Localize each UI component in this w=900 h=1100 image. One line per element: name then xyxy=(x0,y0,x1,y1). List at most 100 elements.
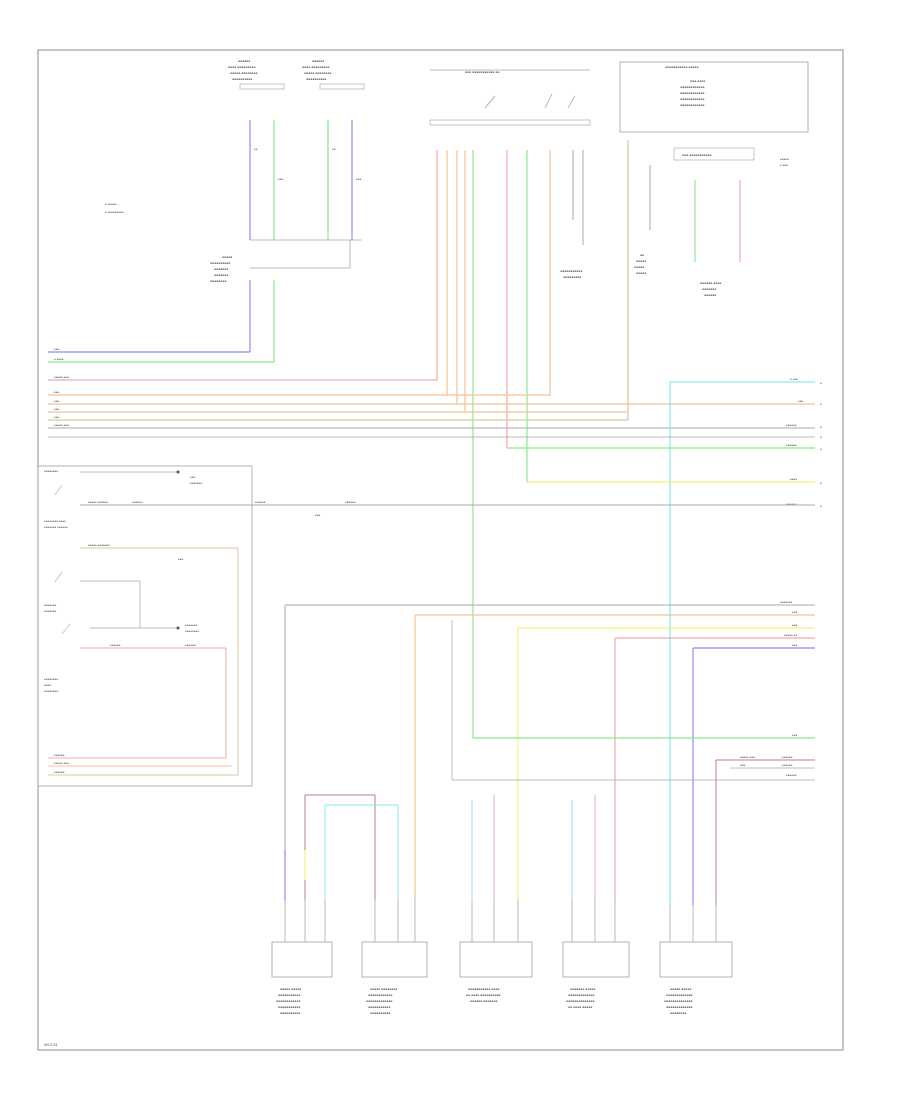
svg-text:▪: ▪ xyxy=(820,403,822,406)
svg-text:▪▪▪▪▪▪▪▪▪▪▪: ▪▪▪▪▪▪▪▪▪▪▪ xyxy=(368,1005,390,1009)
svg-text:▪▪▪▪▪▪: ▪▪▪▪▪▪ xyxy=(786,444,797,447)
module-2: ▪▪▪▪▪ ▪▪▪▪▪▪▪▪ ▪▪▪▪▪▪▪▪▪▪▪▪ ▪▪▪▪▪▪▪▪▪▪▪▪… xyxy=(361,941,428,1015)
svg-text:▪▪▪: ▪▪▪ xyxy=(792,624,798,627)
svg-text:▪▪▪▪▪▪▪: ▪▪▪▪▪▪▪ xyxy=(214,273,228,277)
svg-text:▪▪▪▪▪ ▪▪▪▪▪: ▪▪▪▪▪ ▪▪▪▪▪ xyxy=(670,987,691,991)
svg-text:▪▪▪▪▪ ▪▪▪▪▪▪▪▪: ▪▪▪▪▪ ▪▪▪▪▪▪▪▪ xyxy=(370,987,397,991)
svg-text:▪▪▪▪▪▪▪: ▪▪▪▪▪▪▪ xyxy=(190,482,203,485)
svg-text:▪ ▪▪▪: ▪ ▪▪▪ xyxy=(790,378,798,381)
svg-text:▪▪▪▪▪▪: ▪▪▪▪▪▪ xyxy=(185,644,196,647)
svg-text:▪▪▪▪▪▪▪▪ ▪▪▪▪: ▪▪▪▪▪▪▪▪ ▪▪▪▪ xyxy=(44,520,66,523)
svg-text:▪▪▪▪ ▪▪▪▪▪▪▪▪▪: ▪▪▪▪ ▪▪▪▪▪▪▪▪▪ xyxy=(302,65,329,69)
svg-text:▪▪▪▪▪▪▪▪▪▪▪▪▪▪: ▪▪▪▪▪▪▪▪▪▪▪▪▪▪ xyxy=(566,999,594,1003)
svg-text:▪▪▪: ▪▪▪ xyxy=(356,178,362,181)
svg-text:▪▪▪▪▪▪▪▪: ▪▪▪▪▪▪▪▪ xyxy=(210,279,226,283)
svg-text:▪▪▪▪▪▪▪ ▪▪▪▪▪▪: ▪▪▪▪▪▪▪ ▪▪▪▪▪▪ xyxy=(44,526,68,529)
svg-text:▪▪▪▪▪▪▪▪▪▪▪▪▪: ▪▪▪▪▪▪▪▪▪▪▪▪▪ xyxy=(366,999,392,1003)
svg-text:▪▪: ▪▪ xyxy=(332,148,336,151)
svg-text:▪: ▪ xyxy=(820,505,822,508)
svg-text:▪▪▪▪▪▪▪▪: ▪▪▪▪▪▪▪▪ xyxy=(44,678,58,681)
svg-text:▪▪▪▪▪▪▪▪▪▪▪▪▪▪: ▪▪▪▪▪▪▪▪▪▪▪▪▪▪ xyxy=(664,999,692,1003)
svg-text:▪▪ ▪▪▪▪ ▪▪▪▪▪▪▪▪▪▪: ▪▪ ▪▪▪▪ ▪▪▪▪▪▪▪▪▪▪ xyxy=(466,993,500,997)
svg-text:▪▪▪▪▪ ▪▪▪: ▪▪▪▪▪ ▪▪▪ xyxy=(54,376,69,379)
svg-text:▪▪▪▪▪▪▪▪: ▪▪▪▪▪▪▪▪ xyxy=(670,1011,686,1015)
svg-text:▪▪▪▪▪▪▪: ▪▪▪▪▪▪▪ xyxy=(702,287,716,291)
svg-text:▪▪▪▪▪▪▪▪▪▪▪▪: ▪▪▪▪▪▪▪▪▪▪▪▪ xyxy=(680,97,704,101)
svg-text:▪▪▪▪▪▪: ▪▪▪▪▪▪ xyxy=(786,774,797,777)
svg-text:▪▪▪▪▪▪▪▪▪▪▪ ▪▪▪▪: ▪▪▪▪▪▪▪▪▪▪▪ ▪▪▪▪ xyxy=(468,987,499,991)
svg-text:▪▪▪▪▪▪▪▪: ▪▪▪▪▪▪▪▪ xyxy=(44,470,58,473)
svg-text:▪▪▪▪▪▪▪▪▪▪: ▪▪▪▪▪▪▪▪▪▪ xyxy=(306,77,326,81)
svg-text:▪▪▪▪▪▪▪: ▪▪▪▪▪▪▪ xyxy=(185,624,198,627)
top-left-connectors: ▪▪▪▪▪▪ ▪▪▪▪ ▪▪▪▪▪▪▪▪▪ ▪▪▪▪▪ ▪▪▪▪▪▪▪▪ ▪▪▪… xyxy=(48,59,365,363)
svg-text:▪▪ ▪▪▪▪ ▪▪▪▪▪: ▪▪ ▪▪▪▪ ▪▪▪▪▪ xyxy=(568,1005,592,1009)
svg-text:▪▪▪▪▪▪▪: ▪▪▪▪▪▪▪ xyxy=(780,601,793,604)
svg-text:▪▪: ▪▪ xyxy=(640,253,644,257)
svg-text:▪▪▪: ▪▪▪ xyxy=(54,400,60,403)
svg-text:▪▪▪▪▪▪ ▪▪▪▪: ▪▪▪▪▪▪ ▪▪▪▪ xyxy=(700,281,721,285)
svg-text:▪▪▪▪▪ ▪▪▪▪▪▪▪▪: ▪▪▪▪▪ ▪▪▪▪▪▪▪▪ xyxy=(230,71,257,75)
module-1: ▪▪▪▪▪ ▪▪▪▪▪ ▪▪▪▪▪▪▪▪▪▪▪ ▪▪▪▪▪▪▪▪▪▪▪▪ ▪▪▪… xyxy=(271,794,399,1015)
svg-text:▪▪▪▪▪▪▪▪▪▪▪: ▪▪▪▪▪▪▪▪▪▪▪ xyxy=(278,1005,300,1009)
svg-text:▪▪▪ ▪▪▪▪▪▪▪▪▪▪▪ ▪▪: ▪▪▪ ▪▪▪▪▪▪▪▪▪▪▪ ▪▪ xyxy=(465,70,499,74)
svg-text:▪▪▪▪▪▪: ▪▪▪▪▪▪ xyxy=(782,764,793,767)
svg-text:▪▪▪▪ ▪▪▪▪▪▪▪▪▪: ▪▪▪▪ ▪▪▪▪▪▪▪▪▪ xyxy=(228,65,255,69)
svg-text:▪▪▪▪▪▪▪▪▪▪▪▪: ▪▪▪▪▪▪▪▪▪▪▪▪ xyxy=(680,103,704,107)
svg-text:▪▪▪▪▪▪▪▪▪▪▪▪: ▪▪▪▪▪▪▪▪▪▪▪▪ xyxy=(680,91,704,95)
svg-text:▪▪▪: ▪▪▪ xyxy=(54,348,60,351)
svg-text:▪▪▪▪▪▪▪▪▪▪: ▪▪▪▪▪▪▪▪▪▪ xyxy=(210,261,230,265)
svg-text:▪▪▪: ▪▪▪ xyxy=(54,391,60,394)
svg-text:▪▪▪: ▪▪▪ xyxy=(278,178,284,181)
svg-text:▪▪▪▪▪: ▪▪▪▪▪ xyxy=(780,158,789,161)
svg-text:▪: ▪ xyxy=(820,426,822,429)
svg-text:▪▪▪▪▪: ▪▪▪▪▪ xyxy=(636,259,646,263)
svg-text:▪▪▪: ▪▪▪ xyxy=(792,644,798,647)
svg-text:▪▪▪▪▪▪▪▪▪▪▪▪: ▪▪▪▪▪▪▪▪▪▪▪▪ xyxy=(276,999,300,1003)
svg-text:▪▪▪▪▪▪: ▪▪▪▪▪▪ xyxy=(782,756,793,759)
left-switch-box: ▪▪▪▪▪▪▪▪ ▪▪▪ ▪▪▪▪▪▪▪ ▪▪▪▪▪ ▪▪▪▪▪▪ ▪▪▪▪▪▪… xyxy=(37,465,815,787)
svg-text:▪▪: ▪▪ xyxy=(254,148,258,151)
svg-text:▪: ▪ xyxy=(820,482,822,485)
svg-text:▪▪▪ ▪▪▪▪: ▪▪▪ ▪▪▪▪ xyxy=(690,79,705,83)
svg-text:▪▪▪▪▪▪▪: ▪▪▪▪▪▪▪ xyxy=(214,267,228,271)
diagram-border xyxy=(37,49,844,1051)
svg-text:▪: ▪ xyxy=(820,448,822,451)
svg-text:▪▪▪▪▪▪▪▪▪▪▪: ▪▪▪▪▪▪▪▪▪▪▪ xyxy=(560,269,582,273)
horizontal-bus: ▪▪▪▪▪ ▪▪▪ ▪▪▪ ▪▪▪ ▪▪▪ ▪▪▪ ▪▪▪▪▪ ▪▪▪ ▪ ▪▪… xyxy=(48,376,822,905)
svg-text:▪▪▪▪▪▪: ▪▪▪▪▪▪ xyxy=(132,501,143,504)
svg-text:▪: ▪ xyxy=(820,382,822,385)
svg-text:▪▪▪▪▪▪: ▪▪▪▪▪▪ xyxy=(238,59,250,63)
svg-text:▪▪▪▪▪ ▪▪▪▪▪▪▪: ▪▪▪▪▪ ▪▪▪▪▪▪▪ xyxy=(88,544,110,547)
svg-text:▪▪▪: ▪▪▪ xyxy=(315,514,321,517)
svg-text:▪▪▪▪▪▪: ▪▪▪▪▪▪ xyxy=(786,424,797,427)
svg-text:▪▪▪▪▪ ▪▪▪: ▪▪▪▪▪ ▪▪▪ xyxy=(54,762,69,765)
svg-text:▪▪▪▪▪▪▪▪▪▪▪ ▪▪▪▪▪: ▪▪▪▪▪▪▪▪▪▪▪ ▪▪▪▪▪ xyxy=(665,65,699,69)
svg-text:▪ ▪▪▪▪▪: ▪ ▪▪▪▪▪ xyxy=(105,203,117,206)
control-unit-box: ▪▪▪▪▪▪▪▪▪▪▪ ▪▪▪▪▪ ▪▪▪ ▪▪▪▪ ▪▪▪▪▪▪▪▪▪▪▪▪ … xyxy=(619,61,809,420)
svg-text:▪▪▪▪▪▪: ▪▪▪▪▪▪ xyxy=(54,754,65,757)
svg-text:▪▪▪▪▪▪▪: ▪▪▪▪▪▪▪ xyxy=(44,610,57,613)
svg-text:▪▪▪▪▪ ▪▪▪: ▪▪▪▪▪ ▪▪▪ xyxy=(54,424,69,427)
svg-text:▪▪▪▪▪▪: ▪▪▪▪▪▪ xyxy=(345,501,356,504)
svg-text:▪: ▪ xyxy=(820,436,822,439)
svg-text:▪▪▪▪▪▪▪▪▪▪▪▪: ▪▪▪▪▪▪▪▪▪▪▪▪ xyxy=(368,993,392,997)
svg-text:▪▪▪▪▪: ▪▪▪▪▪ xyxy=(636,271,646,275)
svg-text:▪▪▪▪▪ ▪▪: ▪▪▪▪▪ ▪▪ xyxy=(784,634,797,637)
svg-text:▪▪▪▪▪▪: ▪▪▪▪▪▪ xyxy=(110,644,121,647)
svg-text:▪▪▪▪▪▪▪▪▪▪: ▪▪▪▪▪▪▪▪▪▪ xyxy=(232,77,252,81)
module-3: ▪▪▪▪▪▪▪▪▪▪▪ ▪▪▪▪ ▪▪ ▪▪▪▪ ▪▪▪▪▪▪▪▪▪▪ ▪▪▪▪… xyxy=(459,795,533,1003)
svg-text:▪▪▪▪▪: ▪▪▪▪▪ xyxy=(222,255,232,259)
svg-text:▪▪▪▪▪▪▪▪: ▪▪▪▪▪▪▪▪ xyxy=(44,690,58,693)
svg-text:▪▪▪▪▪: ▪▪▪▪▪ xyxy=(634,265,644,269)
svg-text:▪▪▪▪: ▪▪▪▪ xyxy=(790,478,797,481)
svg-text:▪▪▪▪▪▪: ▪▪▪▪▪▪ xyxy=(255,501,266,504)
svg-text:▪ ▪▪▪▪▪▪▪▪▪: ▪ ▪▪▪▪▪▪▪▪▪ xyxy=(105,211,124,214)
svg-text:▪▪▪ ▪▪▪▪▪▪▪▪▪▪▪: ▪▪▪ ▪▪▪▪▪▪▪▪▪▪▪ xyxy=(682,153,711,157)
module-4: ▪▪▪▪▪▪▪ ▪▪▪▪▪ ▪▪▪▪▪▪▪▪▪▪▪▪▪ ▪▪▪▪▪▪▪▪▪▪▪▪… xyxy=(562,795,630,1009)
svg-text:▪▪▪▪▪▪: ▪▪▪▪▪▪ xyxy=(312,59,324,63)
svg-text:▪▪▪▪▪▪▪▪▪▪: ▪▪▪▪▪▪▪▪▪▪ xyxy=(370,1011,390,1015)
diagram-code: W1234 xyxy=(44,1042,58,1047)
svg-text:▪▪▪▪▪▪: ▪▪▪▪▪▪ xyxy=(54,771,65,774)
svg-text:▪▪▪: ▪▪▪ xyxy=(740,764,746,767)
